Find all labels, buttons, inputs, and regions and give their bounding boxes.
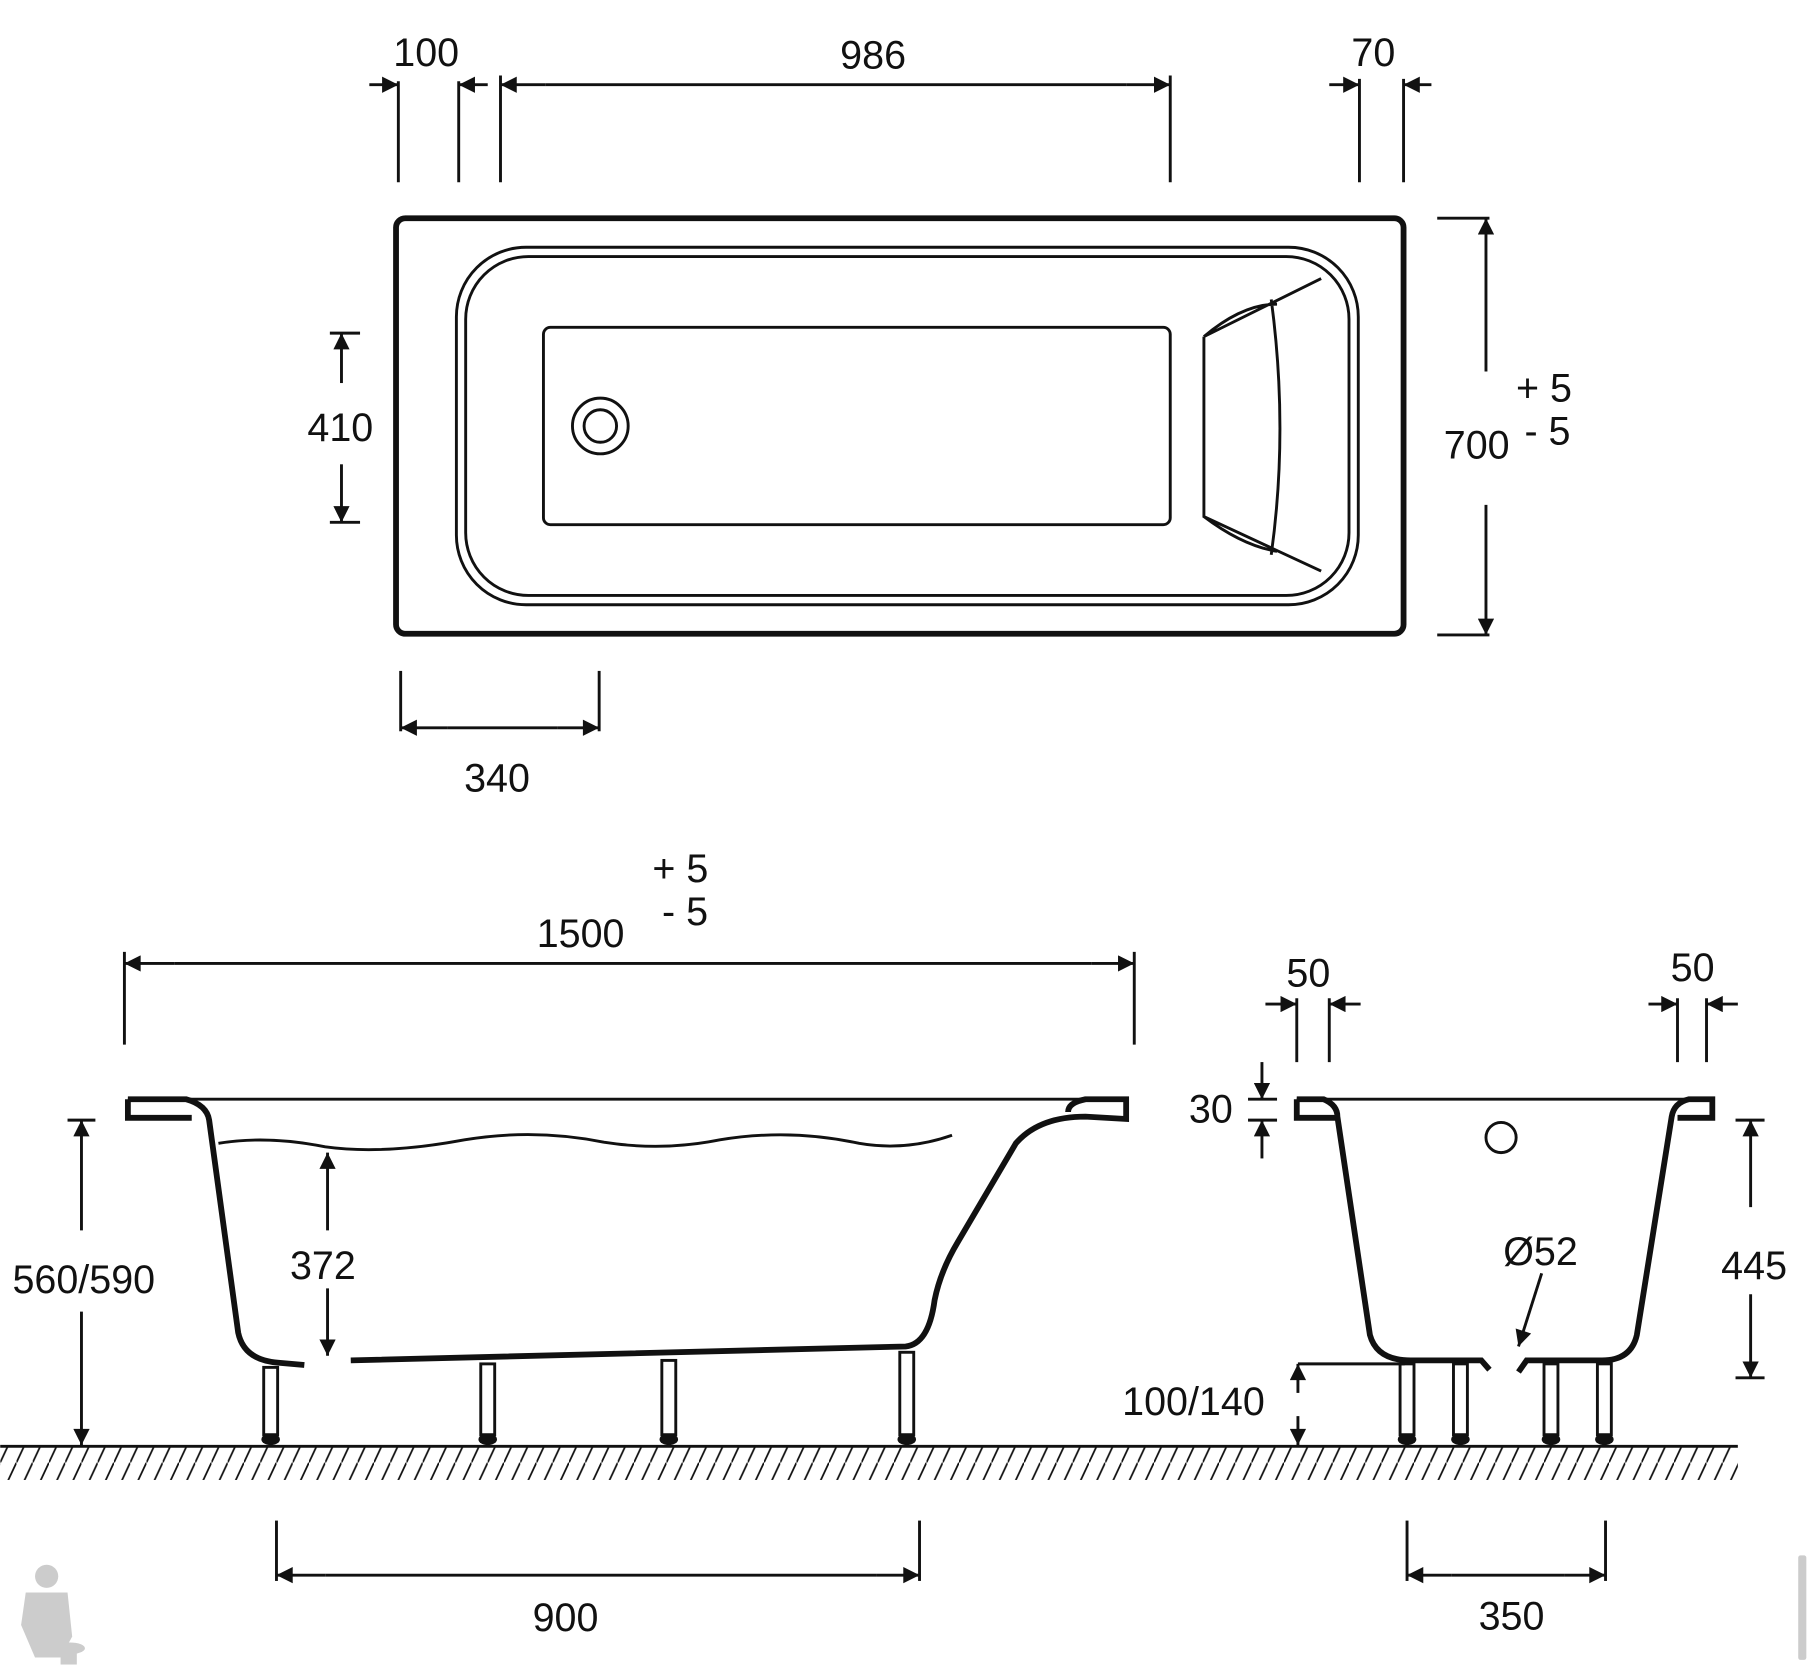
drain-inner — [582, 408, 619, 444]
dim-drain-offset: 340 — [464, 757, 530, 801]
dim-height: 560/590 — [12, 1258, 155, 1302]
legs — [261, 1350, 917, 1446]
floor-hatch — [0, 1447, 1738, 1480]
dim-leg-spacing: 900 — [533, 1596, 599, 1640]
tub-outline — [393, 215, 1407, 637]
basin-floor — [541, 325, 1172, 527]
dim-inner-height: 445 — [1721, 1244, 1787, 1288]
tub-end-profile — [1293, 1096, 1716, 1374]
dim-depth: 372 — [290, 1244, 356, 1288]
dim-length-tol-plus: + 5 — [652, 847, 708, 891]
side-dimension-lines — [67, 951, 1136, 1584]
dim-basin-width: 410 — [307, 406, 373, 450]
plumber-logo — [21, 1564, 85, 1665]
dim-end-leg-spacing: 350 — [1479, 1595, 1545, 1639]
top-dimension-lines — [329, 75, 1495, 736]
watermark-text — [1798, 1555, 1807, 1660]
headrest — [1202, 277, 1322, 573]
tub-side-profile — [124, 1096, 1130, 1368]
end-dimension-lines — [1248, 995, 1765, 1584]
dim-right-margin: 70 — [1351, 31, 1395, 75]
end-legs — [1397, 1362, 1614, 1446]
dim-width-tol-plus: + 5 — [1516, 367, 1572, 411]
dim-overall-width: 700 — [1444, 423, 1510, 467]
dim-width-tol-minus: - 5 — [1524, 410, 1570, 454]
overflow-hole — [1484, 1120, 1518, 1155]
dim-leg-height: 100/140 — [1122, 1380, 1265, 1424]
dim-length-tol-minus: - 5 — [662, 890, 708, 934]
dim-basin-length: 986 — [840, 33, 906, 77]
dim-rim-right: 50 — [1671, 946, 1715, 990]
dim-overall-length: 1500 — [537, 912, 625, 956]
water-line — [218, 1133, 953, 1152]
dim-rim-thickness: 30 — [1189, 1087, 1233, 1131]
end-view: 50 50 30 445 Ø52 100/140 350 — [1122, 946, 1787, 1639]
dim-rim-left: 50 — [1286, 952, 1330, 996]
top-view: 100 986 70 410 700 + 5 - 5 340 — [307, 31, 1572, 800]
drain-icon — [571, 396, 630, 456]
dim-drain-diameter: Ø52 — [1503, 1230, 1578, 1274]
basin-inner — [464, 255, 1351, 597]
basin-outer — [454, 245, 1360, 607]
dim-left-margin: 100 — [393, 31, 459, 75]
side-view: 1500 + 5 - 5 560/590 372 900 — [12, 847, 1136, 1640]
